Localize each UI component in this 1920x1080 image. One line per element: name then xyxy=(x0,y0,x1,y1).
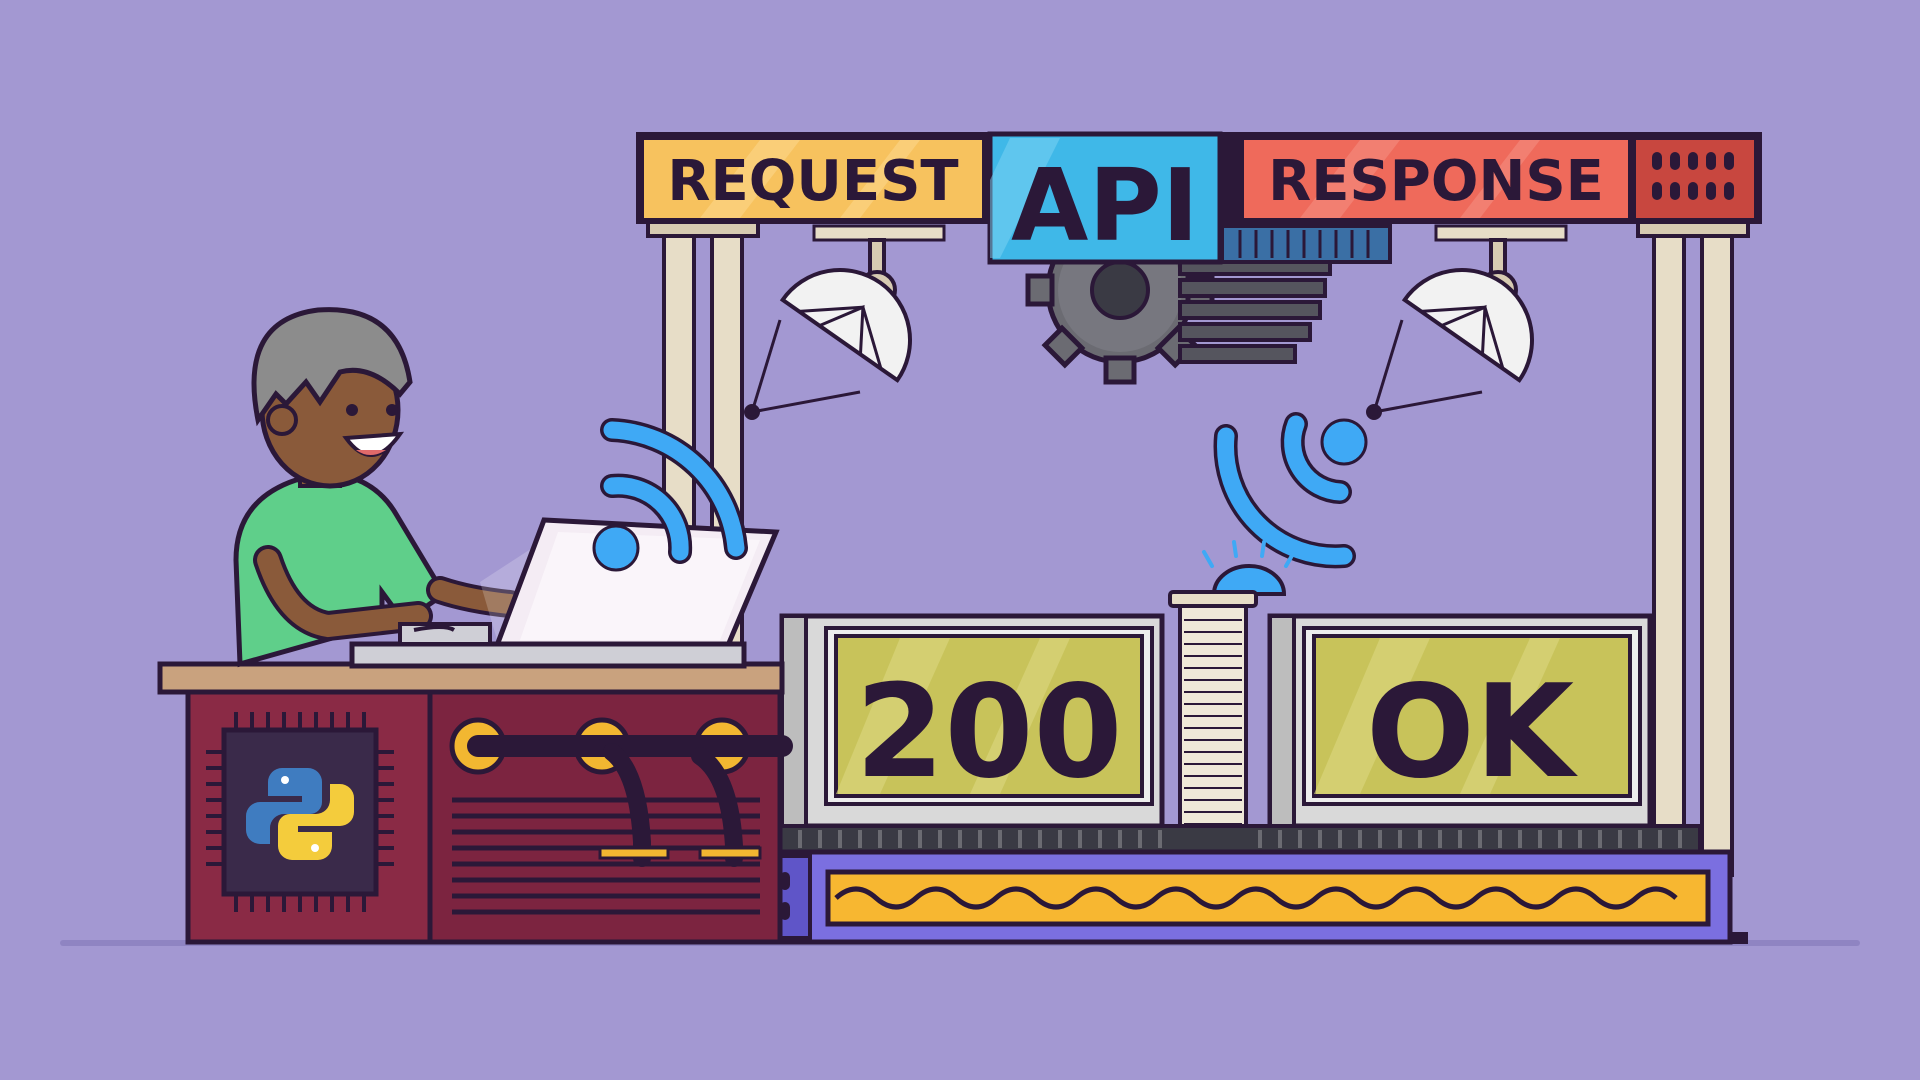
conveyor-belt xyxy=(825,869,1711,927)
wifi-receive-icon xyxy=(1213,412,1368,569)
spotlight-lamp-icon xyxy=(744,238,912,420)
status-text: OK xyxy=(1366,658,1579,807)
sign-board: REQUEST RESPONSE API xyxy=(636,131,1762,265)
response-sign xyxy=(1240,136,1632,222)
speaker-grill xyxy=(1632,136,1758,222)
response-label: RESPONSE xyxy=(1268,149,1604,214)
api-label: API xyxy=(1011,147,1199,264)
frame-pillars xyxy=(646,220,1750,877)
laptop-icon xyxy=(349,517,780,669)
desk xyxy=(157,661,793,945)
python-logo-icon xyxy=(246,768,354,860)
wifi-send-icon xyxy=(592,418,748,572)
siren-light-icon xyxy=(1168,540,1296,854)
status-code: 200 xyxy=(855,658,1122,807)
status-monitor-left: 200 xyxy=(779,613,1165,829)
status-monitor-right: OK xyxy=(1267,613,1653,829)
request-sign xyxy=(640,136,986,222)
spotlight-lamp-icon xyxy=(1366,238,1534,420)
request-label: REQUEST xyxy=(667,149,958,214)
developer-person xyxy=(233,307,524,668)
